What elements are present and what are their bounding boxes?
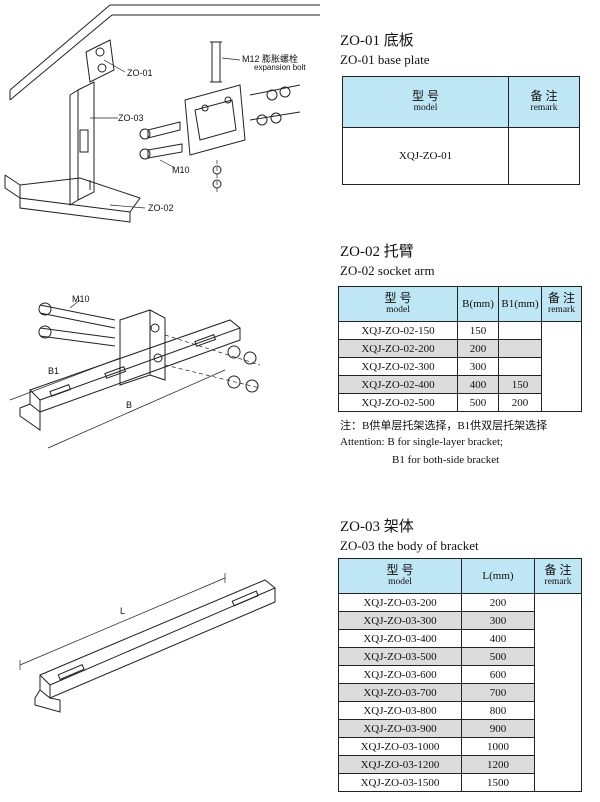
zo02-title: ZO-02 托臂	[340, 244, 414, 260]
label-expansion-bolt-en: expansion bolt	[254, 63, 306, 72]
zo02-table: 型 号 model B(mm) B1(mm) 备 注 remark XQJ-ZO…	[338, 286, 582, 412]
table-row: XQJ-ZO-03-700 700	[338, 683, 582, 702]
table-row: XQJ-ZO-03-1500 1500	[338, 773, 582, 792]
table-row: XQJ-ZO-02-150 150	[338, 321, 582, 412]
table-row: XQJ-ZO-03-900 900	[338, 719, 582, 738]
section-zo03: ZO-03 架体 ZO-03 the body of bracket	[340, 518, 479, 554]
zo03-subtitle: ZO-03 the body of bracket	[340, 538, 479, 553]
bracket-body-drawing: L	[0, 560, 330, 720]
table-row: XQJ-ZO-03-300 300	[338, 611, 582, 630]
label-b1: B1	[48, 366, 60, 376]
zo02-note-en1: Attention: B for single-layer bracket;	[340, 436, 504, 448]
section-zo01: ZO-01 底板 ZO-01 base plate	[340, 32, 430, 68]
table-row: XQJ-ZO-02-200 200	[338, 339, 582, 358]
remark-cell	[534, 593, 582, 792]
table-row: XQJ-ZO-03-600 600	[338, 665, 582, 684]
label-expansion-bolt-cn: M12 膨胀螺栓	[242, 54, 299, 64]
table-row: XQJ-ZO-01	[342, 127, 580, 185]
zo02-note-en2: B1 for both-side bracket	[392, 454, 500, 466]
table-header: 型 号 model 备 注 remark	[342, 76, 580, 128]
zo01-title: ZO-01 底板	[340, 33, 414, 49]
label-zo01: ZO-01	[127, 68, 153, 78]
zo01-subtitle: ZO-01 base plate	[340, 52, 430, 67]
header-model: 型 号 model	[342, 76, 509, 128]
header-remark: 备 注 remark	[508, 76, 580, 128]
table-row: XQJ-ZO-03-1200 1200	[338, 755, 582, 774]
table-row: XQJ-ZO-02-500 500 200	[338, 393, 582, 412]
section-zo02: ZO-02 托臂 ZO-02 socket arm	[340, 243, 435, 279]
socket-arm-drawing: M10 B1 B	[0, 280, 330, 480]
label-b: B	[126, 400, 133, 410]
label-m10-fig1: M10	[172, 165, 190, 175]
table-header: 型 号 model B(mm) B1(mm) 备 注 remark	[338, 286, 582, 322]
table-header: 型 号 model L(mm) 备 注 remark	[338, 558, 582, 594]
zo03-title: ZO-03 架体	[340, 519, 414, 535]
zo01-table: 型 号 model 备 注 remark XQJ-ZO-01	[342, 76, 580, 185]
label-m10-fig2: M10	[72, 294, 90, 304]
label-l: L	[120, 606, 126, 616]
label-zo03: ZO-03	[118, 113, 144, 123]
table-row: XQJ-ZO-03-800 800	[338, 701, 582, 720]
table-row: XQJ-ZO-03-400 400	[338, 629, 582, 648]
table-row: XQJ-ZO-02-400 400 150	[338, 375, 582, 394]
table-row: XQJ-ZO-03-1000 1000	[338, 737, 582, 756]
zo02-note-cn: 注：B供单层托架选择，B1供双层托架选择	[340, 420, 548, 432]
zo03-table: 型 号 model L(mm) 备 注 remark XQJ-ZO-03-200…	[338, 558, 582, 792]
label-zo02: ZO-02	[148, 203, 174, 213]
assembly-drawing: ZO-01 ZO-03 ZO-02 M10 M12 膨胀螺栓 expansion…	[0, 0, 330, 240]
table-row: XQJ-ZO-03-500 500	[338, 647, 582, 666]
zo02-subtitle: ZO-02 socket arm	[340, 263, 435, 278]
remark-cell	[541, 321, 582, 412]
table-row: XQJ-ZO-03-200 200	[338, 593, 582, 792]
